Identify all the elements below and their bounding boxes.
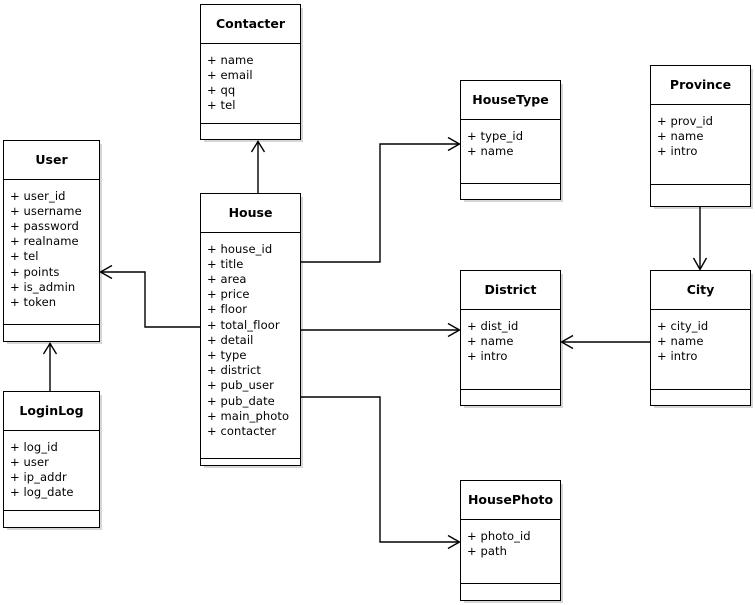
attribute-row: + tel bbox=[10, 249, 39, 264]
class-title-housephoto: HousePhoto bbox=[461, 481, 560, 520]
class-attributes-housetype: + type_id + name bbox=[461, 120, 560, 184]
attribute-row: + tel bbox=[207, 98, 236, 113]
class-attributes-city: + city_id + name + intro bbox=[651, 310, 750, 390]
class-attributes-user: + user_id + username + password + realna… bbox=[4, 180, 99, 325]
class-title-contacter: Contacter bbox=[201, 5, 300, 44]
attribute-row: + type bbox=[207, 347, 247, 362]
class-box-housetype[interactable]: HouseType + type_id + name bbox=[460, 80, 561, 200]
class-title-city: City bbox=[651, 271, 750, 310]
attribute-row: + city_id bbox=[657, 318, 709, 333]
attribute-row: + detail bbox=[207, 332, 254, 347]
attribute-row: + title bbox=[207, 256, 244, 271]
class-box-housephoto[interactable]: HousePhoto + photo_id + path bbox=[460, 480, 561, 601]
attribute-row: + password bbox=[10, 218, 79, 233]
attribute-row: + name bbox=[467, 143, 514, 158]
class-box-house[interactable]: House + house_id + title + area + price … bbox=[200, 193, 301, 466]
class-box-province[interactable]: Province + prov_id + name + intro bbox=[650, 65, 751, 207]
class-title-province: Province bbox=[651, 66, 750, 105]
attribute-row: + path bbox=[467, 543, 508, 558]
attribute-row: + email bbox=[207, 67, 253, 82]
attribute-row: + main_photo bbox=[207, 408, 290, 423]
attribute-row: + name bbox=[657, 333, 704, 348]
attribute-row: + intro bbox=[467, 348, 508, 363]
edge-house-housephoto bbox=[301, 396, 461, 550]
edge-house-housetype bbox=[301, 136, 461, 263]
attribute-row: + pub_user bbox=[207, 378, 275, 393]
class-box-city[interactable]: City + city_id + name + intro bbox=[650, 270, 751, 406]
class-title-district: District bbox=[461, 271, 560, 310]
attribute-row: + log_date bbox=[10, 485, 74, 500]
attribute-row: + area bbox=[207, 271, 247, 286]
class-box-contacter[interactable]: Contacter + name + email + qq + tel bbox=[200, 4, 301, 140]
attribute-row: + username bbox=[10, 203, 82, 218]
attribute-row: + user_id bbox=[10, 188, 66, 203]
class-box-user[interactable]: User + user_id + username + password + r… bbox=[3, 140, 100, 342]
attribute-row: + ip_addr bbox=[10, 469, 67, 484]
class-title-loginlog: LoginLog bbox=[4, 392, 99, 431]
attribute-row: + points bbox=[10, 264, 60, 279]
attribute-row: + prov_id bbox=[657, 113, 714, 128]
class-box-district[interactable]: District + dist_id + name + intro bbox=[460, 270, 561, 406]
attribute-row: + is_admin bbox=[10, 279, 76, 294]
attribute-row: + realname bbox=[10, 234, 79, 249]
class-attributes-province: + prov_id + name + intro bbox=[651, 105, 750, 185]
edge-loginlog-user bbox=[42, 342, 58, 391]
class-attributes-district: + dist_id + name + intro bbox=[461, 310, 560, 390]
attribute-row: + type_id bbox=[467, 128, 524, 143]
class-attributes-housephoto: + photo_id + path bbox=[461, 520, 560, 584]
edge-house-contacter bbox=[250, 140, 266, 193]
attribute-row: + house_id bbox=[207, 241, 273, 256]
attribute-row: + photo_id bbox=[467, 528, 531, 543]
attribute-row: + floor bbox=[207, 302, 248, 317]
class-title-user: User bbox=[4, 141, 99, 180]
class-attributes-loginlog: + log_id + user + ip_addr + log_date bbox=[4, 431, 99, 511]
class-title-house: House bbox=[201, 194, 300, 233]
attribute-row: + price bbox=[207, 287, 250, 302]
class-title-housetype: HouseType bbox=[461, 81, 560, 120]
attribute-row: + dist_id bbox=[467, 318, 519, 333]
edge-city-district bbox=[560, 334, 650, 350]
attribute-row: + intro bbox=[657, 348, 698, 363]
attribute-row: + token bbox=[10, 294, 57, 309]
attribute-row: + contacter bbox=[207, 423, 277, 438]
edge-house-district bbox=[301, 322, 461, 338]
attribute-row: + name bbox=[207, 52, 254, 67]
class-attributes-contacter: + name + email + qq + tel bbox=[201, 44, 300, 124]
attribute-row: + log_id bbox=[10, 439, 58, 454]
class-attributes-house: + house_id + title + area + price + floo… bbox=[201, 233, 300, 459]
attribute-row: + pub_date bbox=[207, 393, 275, 408]
edge-house-user bbox=[99, 264, 200, 328]
attribute-row: + user bbox=[10, 454, 49, 469]
class-box-loginlog[interactable]: LoginLog + log_id + user + ip_addr + log… bbox=[3, 391, 100, 528]
attribute-row: + name bbox=[467, 333, 514, 348]
attribute-row: + name bbox=[657, 128, 704, 143]
attribute-row: + district bbox=[207, 363, 262, 378]
attribute-row: + intro bbox=[657, 143, 698, 158]
attribute-row: + total_floor bbox=[207, 317, 280, 332]
edge-province-city bbox=[692, 207, 708, 271]
attribute-row: + qq bbox=[207, 82, 236, 97]
